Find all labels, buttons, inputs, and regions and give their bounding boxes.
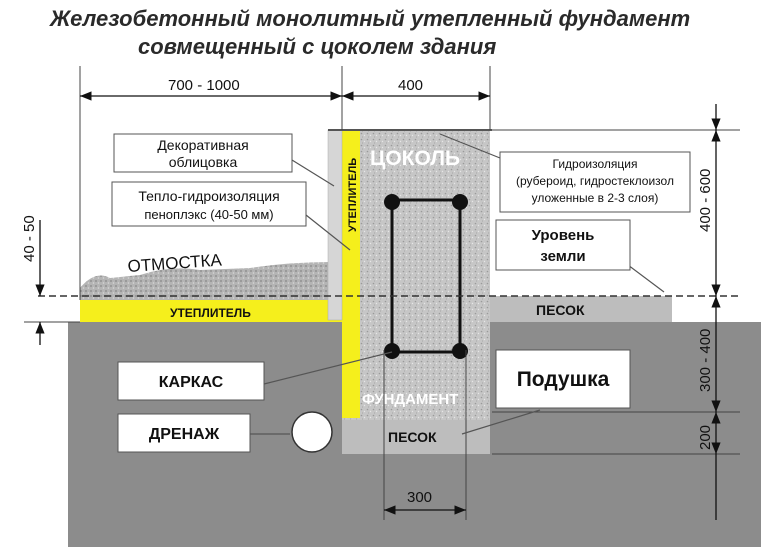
dim-bottom: 300 (407, 489, 432, 506)
callout-decorative-line1: Декоративная (157, 137, 248, 153)
rebar-top-left (384, 194, 400, 210)
callout-cushion-label: Подушка (517, 368, 610, 391)
callout-decorative-line2: облицовка (169, 154, 238, 170)
callout-cage-label: КАРКАС (159, 374, 224, 391)
callout-ground-line1: Уровень (532, 227, 595, 244)
sand-layer-right (490, 296, 672, 322)
callout-box-waterproofing (499, 151, 691, 213)
foundation-body (342, 130, 490, 420)
blind-area-gravel (80, 262, 340, 300)
callout-insulation-line1: Тепло-гидроизоляция (138, 188, 279, 204)
vertical-insulation (342, 130, 360, 418)
sand-cushion (342, 420, 490, 454)
plinth-label: ЦОКОЛЬ (370, 147, 460, 170)
rebar-bottom-left (384, 343, 400, 359)
leader-cushion (461, 409, 541, 435)
callout-waterproofing-line3: уложенные в 2-3 слоя) (532, 191, 659, 205)
title-line-1: Железобетонный монолитный утепленный фун… (49, 6, 690, 31)
dim-right-middle: 300 - 400 (697, 329, 714, 392)
drain-pipe (291, 411, 333, 453)
dim-top-right: 400 (398, 77, 423, 94)
callout-waterproofing-line2: (рубероид, гидростеклоизол (516, 174, 674, 188)
callout-drain-label: ДРЕНАЖ (149, 426, 220, 443)
rebar-cage (390, 198, 462, 354)
callout-insulation-line2: пеноплэкс (40-50 мм) (144, 207, 273, 222)
callout-box-cage (117, 361, 265, 401)
sand-bottom-label: ПЕСОК (388, 429, 437, 445)
callout-ground-line2: земли (540, 248, 585, 265)
dim-right-upper: 400 - 600 (697, 169, 714, 232)
leader-ground-level (623, 261, 665, 293)
horizontal-insulation (80, 300, 342, 322)
vertical-insulation-label: УТЕПЛИТЕЛЬ (347, 158, 359, 232)
horizontal-insulation-label: УТЕПЛИТЕЛЬ (170, 306, 251, 320)
callout-box-decorative (113, 133, 293, 173)
sand-right-label: ПЕСОК (536, 302, 585, 318)
title-line-2: совмещенный с цоколем здания (138, 34, 496, 59)
leader-insulation (305, 214, 351, 251)
rebar-bottom-right (452, 343, 468, 359)
leader-decorative (291, 159, 335, 187)
decorative-cladding (327, 129, 343, 321)
callout-box-cushion (495, 349, 631, 409)
dim-top-left: 700 - 1000 (168, 77, 240, 94)
rebar-top-right (452, 194, 468, 210)
callout-box-drain (117, 413, 251, 453)
callout-box-insulation (111, 181, 307, 227)
leader-cage (263, 351, 393, 385)
foundation-label: ФУНДАМЕНТ (362, 391, 458, 408)
callout-waterproofing-line1: Гидроизоляция (553, 157, 638, 171)
callout-box-ground-level (495, 219, 631, 271)
leader-waterproofing (439, 133, 501, 159)
dim-left-side: 40 - 50 (21, 215, 38, 262)
dim-right-lower: 200 (697, 425, 714, 450)
